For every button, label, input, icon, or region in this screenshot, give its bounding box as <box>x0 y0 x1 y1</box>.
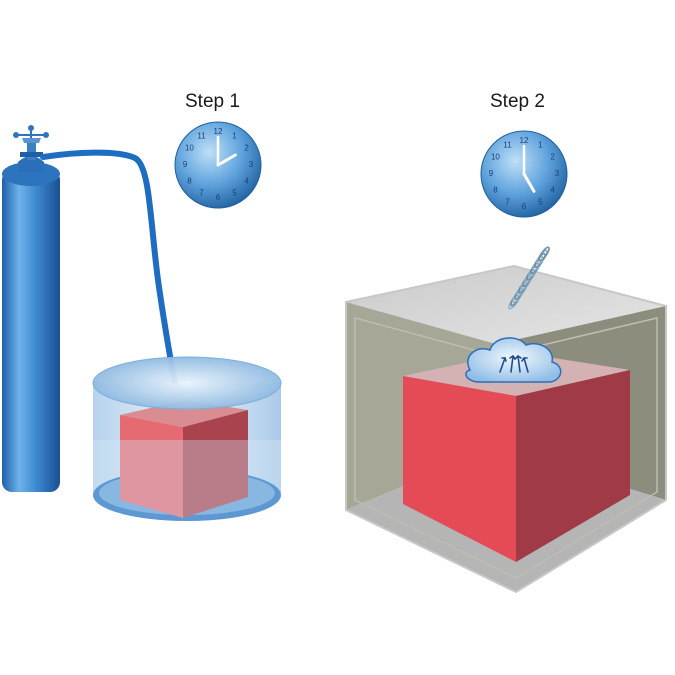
clock-numeral: 2 <box>550 153 555 162</box>
clock-numeral: 4 <box>244 177 249 186</box>
step-1-label: Step 1 <box>185 91 240 112</box>
spring-coil <box>538 246 550 262</box>
gas-cloud-icon <box>465 337 562 383</box>
clock-numeral: 12 <box>520 136 529 145</box>
clock-numeral: 3 <box>249 160 254 169</box>
clock-numeral: 5 <box>232 189 237 198</box>
clock-numeral: 5 <box>538 198 543 207</box>
gas-cylinder <box>2 125 60 492</box>
clock-numeral: 6 <box>522 202 527 211</box>
clock-numeral: 10 <box>185 144 194 153</box>
clock-numeral: 7 <box>199 189 204 198</box>
clock-numeral: 6 <box>216 193 221 202</box>
step-2-label: Step 2 <box>490 91 545 112</box>
clock-numeral: 8 <box>187 177 192 186</box>
clock-numeral: 7 <box>505 198 510 207</box>
gas-tank <box>92 356 282 521</box>
clock-numeral: 11 <box>197 132 206 141</box>
clock-numeral: 10 <box>491 153 500 162</box>
clock-numeral: 1 <box>538 141 543 150</box>
clock-numeral: 3 <box>555 169 560 178</box>
clock-numeral: 12 <box>214 127 223 136</box>
clock-hour-hand <box>216 153 237 167</box>
gas-hose <box>40 149 178 388</box>
clock-numeral: 9 <box>183 160 188 169</box>
clock-hour-hand <box>522 172 536 193</box>
clock-numeral: 1 <box>232 132 237 141</box>
clock-numeral: 2 <box>244 144 249 153</box>
vent-spring-icon <box>508 246 550 310</box>
clock-numeral: 11 <box>503 141 512 150</box>
clock-numeral: 4 <box>550 186 555 195</box>
clock-numeral: 8 <box>493 186 498 195</box>
clock-numeral: 9 <box>489 169 494 178</box>
